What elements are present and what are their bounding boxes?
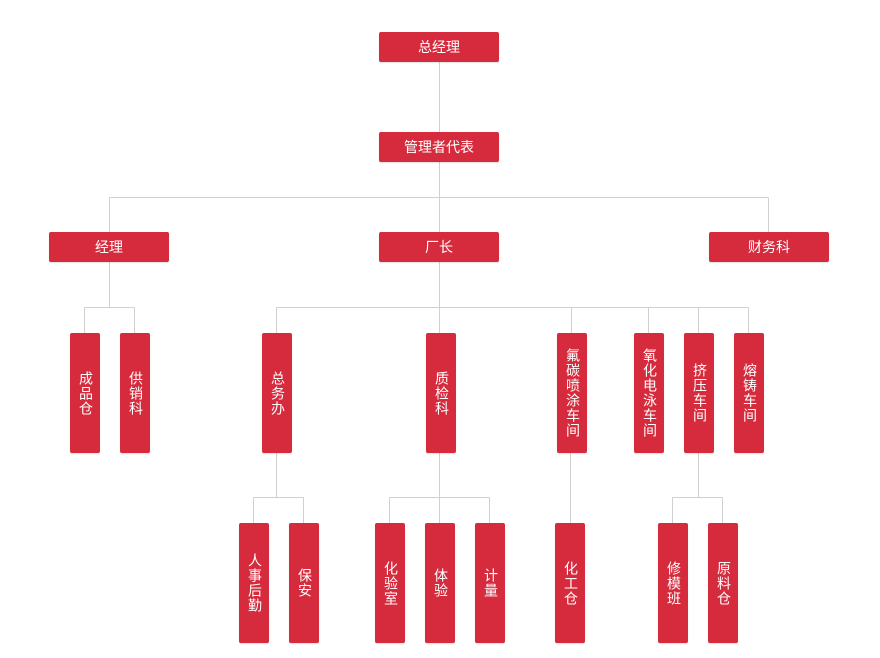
node-label: 化验室: [382, 560, 398, 606]
node-chemical-warehouse: 化工仓: [555, 523, 585, 643]
node-label: 挤压车间: [691, 363, 707, 423]
node-label: 体验: [432, 568, 448, 598]
node-label: 人事后勤: [246, 553, 262, 613]
node-mold-repair-team: 修模班: [658, 523, 688, 643]
node-label: 总经理: [418, 40, 460, 56]
node-general-affairs-office: 总务办: [262, 333, 292, 453]
node-label: 供销科: [127, 370, 143, 416]
node-management-representative: 管理者代表: [379, 132, 499, 162]
node-supply-sales-dept: 供销科: [120, 333, 150, 453]
node-extrusion-workshop: 挤压车间: [684, 333, 714, 453]
node-raw-material-warehouse: 原料仓: [708, 523, 738, 643]
node-testing: 体验: [425, 523, 455, 643]
node-laboratory: 化验室: [375, 523, 405, 643]
node-label: 修模班: [665, 560, 681, 606]
node-metrology: 计量: [475, 523, 505, 643]
node-label: 成品仓: [77, 370, 93, 416]
node-label: 保安: [296, 568, 312, 598]
node-finished-goods-warehouse: 成品仓: [70, 333, 100, 453]
node-label: 经理: [95, 240, 123, 256]
node-hr-logistics: 人事后勤: [239, 523, 269, 643]
node-security: 保安: [289, 523, 319, 643]
node-casting-workshop: 熔铸车间: [734, 333, 764, 453]
node-label: 质检科: [433, 370, 449, 416]
node-label: 计量: [482, 568, 498, 598]
node-label: 原料仓: [715, 560, 731, 606]
node-quality-inspection-dept: 质检科: [426, 333, 456, 453]
node-oxidation-electrophoresis-workshop: 氧化电泳车间: [634, 333, 664, 453]
node-fluorocarbon-spraying-workshop: 氟碳喷涂车间: [557, 333, 587, 453]
node-label: 熔铸车间: [741, 363, 757, 423]
node-finance-dept: 财务科: [709, 232, 829, 262]
node-label: 氧化电泳车间: [641, 348, 657, 438]
node-label: 管理者代表: [404, 140, 474, 156]
node-label: 厂长: [425, 240, 453, 256]
node-label: 氟碳喷涂车间: [564, 348, 580, 438]
node-label: 财务科: [748, 240, 790, 256]
node-manager: 经理: [49, 232, 169, 262]
node-label: 化工仓: [562, 560, 578, 606]
node-factory-director: 厂长: [379, 232, 499, 262]
node-label: 总务办: [269, 370, 285, 416]
node-general-manager: 总经理: [379, 32, 499, 62]
